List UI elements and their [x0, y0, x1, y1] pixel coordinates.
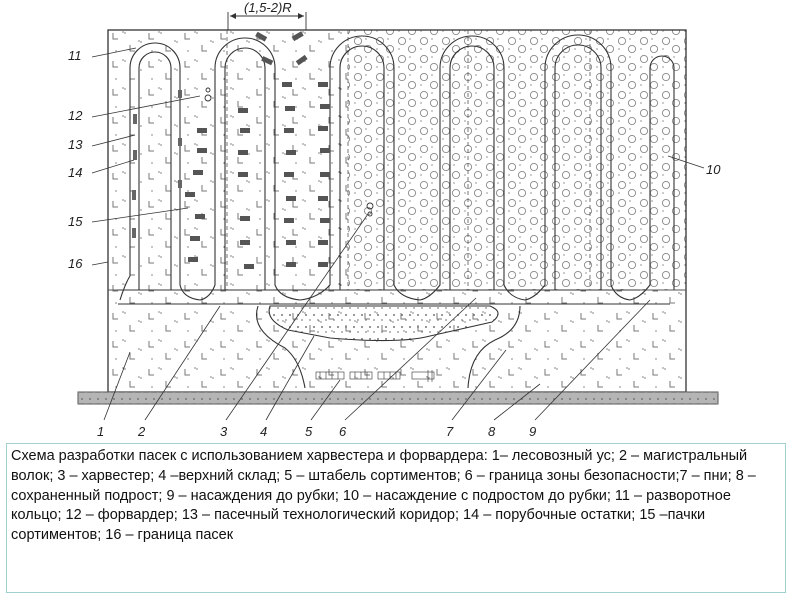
label-11: 11 [68, 48, 82, 63]
label-4: 4 [260, 424, 267, 439]
forest-area [107, 29, 687, 393]
timber-stacks [315, 370, 435, 382]
forwarder [204, 87, 212, 102]
skid-trail-loops [118, 34, 675, 305]
strip-boundaries [226, 30, 591, 290]
figure-caption: Схема разработки пасек с использованием … [6, 443, 786, 593]
dimension-marker: (1,5-2)R [227, 0, 307, 30]
label-8: 8 [488, 424, 496, 439]
label-13: 13 [68, 137, 83, 152]
callout-line-10 [667, 155, 705, 169]
label-6: 6 [339, 424, 347, 439]
label-5: 5 [305, 424, 313, 439]
left-callouts [91, 47, 201, 266]
forest-road [77, 391, 719, 405]
bottom-callouts [103, 213, 651, 421]
label-9: 9 [529, 424, 536, 439]
label-14: 14 [68, 165, 82, 180]
label-15: 15 [68, 214, 83, 229]
log-bundles [185, 31, 330, 269]
dimension-label: (1,5-2)R [244, 0, 292, 15]
label-3: 3 [220, 424, 228, 439]
label-16: 16 [68, 256, 83, 271]
label-2: 2 [137, 424, 146, 439]
slash-rows [132, 90, 182, 238]
label-12: 12 [68, 108, 83, 123]
label-1: 1 [97, 424, 104, 439]
upper-yard [256, 305, 521, 389]
label-7: 7 [446, 424, 454, 439]
harvesting-scheme-diagram: (1,5-2)R 11 12 13 14 15 16 10 1 2 3 4 5 … [68, 0, 721, 439]
label-10: 10 [706, 162, 721, 177]
